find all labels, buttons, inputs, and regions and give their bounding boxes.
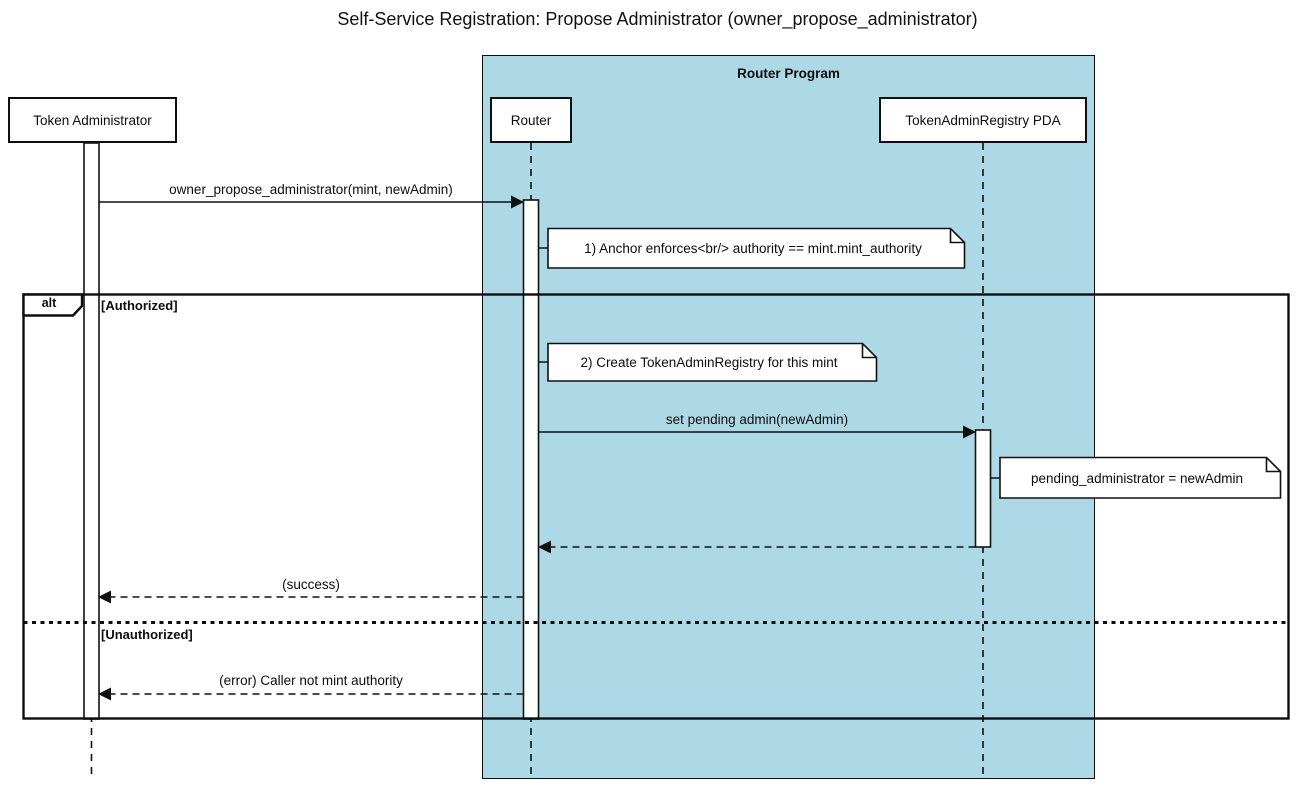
note-1-fold [949, 228, 965, 244]
activation-tokenadminregistry-pda [974, 429, 992, 548]
message-1-arrowhead [511, 195, 524, 209]
note-1-text: 1) Anchor enforces<br/> authority == min… [584, 240, 922, 256]
participant-tokenadminregistry-pda-label: TokenAdminRegistry PDA [905, 112, 1061, 128]
guard-authorized-label: [Authorized] [101, 298, 178, 313]
guard-unauthorized-label: [Unauthorized] [101, 627, 193, 642]
note-3-shape [999, 456, 1282, 499]
note-2-shape [547, 342, 878, 382]
router-program-container: Router Program [482, 55, 1095, 779]
alt-frame-border [22, 293, 1290, 720]
participant-router-label: Router [510, 112, 552, 128]
note-2-text: 2) Create TokenAdminRegistry for this mi… [580, 354, 838, 370]
activation-router [522, 199, 540, 720]
diagram-title: Self-Service Registration: Propose Admin… [337, 9, 978, 29]
activation-token-administrator [83, 142, 100, 720]
message-2-label: set pending admin(newAdmin) [665, 412, 849, 427]
participant-token-administrator-label: Token Administrator [33, 112, 152, 128]
return-1-arrowhead [538, 540, 551, 554]
participant-router: Router [490, 97, 572, 143]
note-3-text: pending_administrator = newAdmin [1031, 470, 1243, 486]
return-error-arrowhead [98, 687, 111, 701]
note-1-shape [547, 227, 966, 269]
note-2-fold [861, 343, 877, 359]
message-1-label: owner_propose_administrator(mint, newAdm… [169, 182, 453, 197]
return-error-label: (error) Caller not mint authority [219, 673, 403, 688]
alt-operator-pentagon [22, 293, 84, 317]
alt-operator-label: alt [41, 296, 57, 310]
message-2-arrowhead [963, 425, 976, 439]
router-program-label: Router Program [737, 66, 840, 81]
participant-token-administrator: Token Administrator [8, 97, 177, 143]
return-success-label: (success) [282, 577, 340, 592]
return-success-arrowhead [98, 590, 111, 604]
note-3-fold [1265, 457, 1281, 473]
participant-tokenadminregistry-pda: TokenAdminRegistry PDA [879, 97, 1087, 143]
